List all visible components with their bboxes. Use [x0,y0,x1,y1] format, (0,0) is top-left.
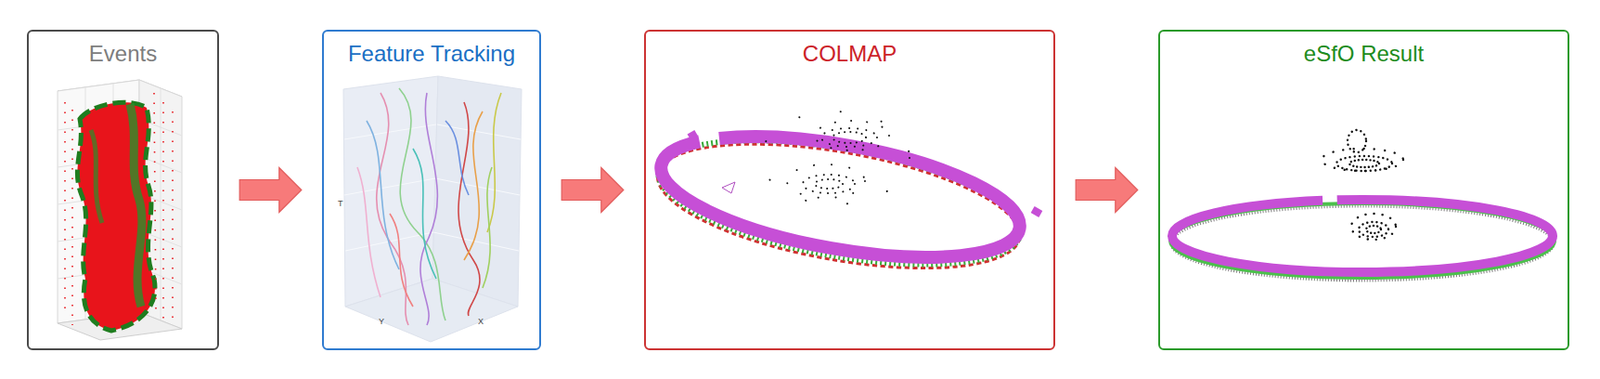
esfo-panel: eSfO Result [1158,29,1570,350]
axis-label: Y [378,316,385,326]
feature-tracks [343,76,522,342]
axis-label: T [337,198,344,208]
block-arrow [239,167,302,213]
panel-title: Events [28,40,218,67]
axis-label: X [477,316,484,326]
panel-title: COLMAP [645,40,1054,67]
block-arrow [1075,167,1138,213]
event-volume [57,79,182,340]
colmap-panel: COLMAP [644,29,1056,350]
events-panel: Events [26,29,220,350]
colmap-reconstruction [648,111,1044,291]
panel-title: Feature Tracking [323,40,540,67]
esfo-reconstruction [1170,129,1555,281]
panel-title: eSfO Result [1160,40,1568,67]
block-arrow [561,167,624,213]
tracking-panel: Feature Tracking [322,29,542,350]
